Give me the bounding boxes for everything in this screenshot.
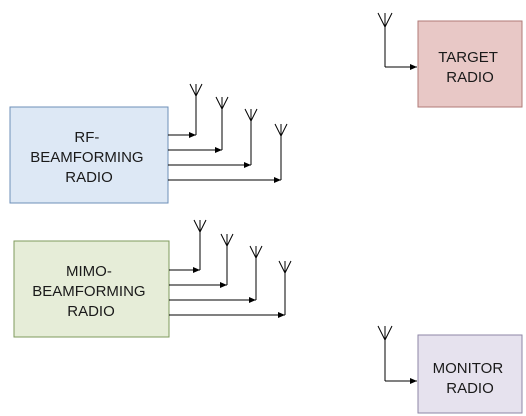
rf-antenna-4 [274, 123, 288, 180]
mimo-beamforming-radio-box [13, 240, 170, 338]
target-radio-label-line-1: TARGET [438, 49, 498, 66]
target-antenna [377, 12, 393, 67]
mimo-beamforming-radio: MIMO- BEAMFORMING RADIO [13, 240, 170, 338]
svg-text:RF- BEAMFORMING RA: RF- BEAMFORMING RADIO [30, 129, 148, 186]
monitor-radio-label-line-2: RADIO [446, 380, 494, 397]
target-radio-box [417, 20, 523, 108]
mimo-radio-label-line-3: RADIO [67, 303, 115, 320]
monitor-radio-box [417, 334, 523, 414]
rf-radio-label-line-1: RF- [74, 129, 99, 146]
rf-radio-label-line-2: BEAMFORMING [30, 149, 143, 166]
mimo-antenna-4 [278, 260, 292, 315]
target-radio: TARGET RADIO [377, 12, 523, 108]
svg-text:MIMO- BEAMFORMING: MIMO- BEAMFORMING RADIO [32, 263, 150, 320]
rf-antenna-1 [189, 83, 203, 135]
mimo-radio-label-line-1: MIMO- [66, 263, 112, 280]
mimo-antenna-1 [193, 219, 207, 270]
rf-beamforming-radio-box [9, 106, 169, 204]
monitor-radio: MONITOR RADIO [377, 325, 523, 414]
target-radio-label-line-2: RADIO [446, 69, 494, 86]
svg-text:MONITOR RADIO: MONITOR RADIO [433, 360, 508, 397]
monitor-antenna [377, 325, 393, 381]
rf-antenna-array [168, 83, 288, 183]
monitor-radio-label-line-1: MONITOR [433, 360, 504, 377]
rf-radio-label-line-3: RADIO [65, 169, 113, 186]
rf-beamforming-radio: RF- BEAMFORMING RADIO [9, 106, 169, 204]
mimo-antenna-array [169, 219, 292, 318]
svg-text:TARGET RADIO: TARGET RADIO [438, 49, 502, 86]
mimo-antenna-2 [220, 233, 234, 285]
rf-antenna-3 [244, 108, 258, 165]
mimo-radio-label-line-2: BEAMFORMING [32, 283, 145, 300]
mimo-antenna-3 [249, 245, 263, 300]
rf-antenna-2 [215, 96, 229, 150]
